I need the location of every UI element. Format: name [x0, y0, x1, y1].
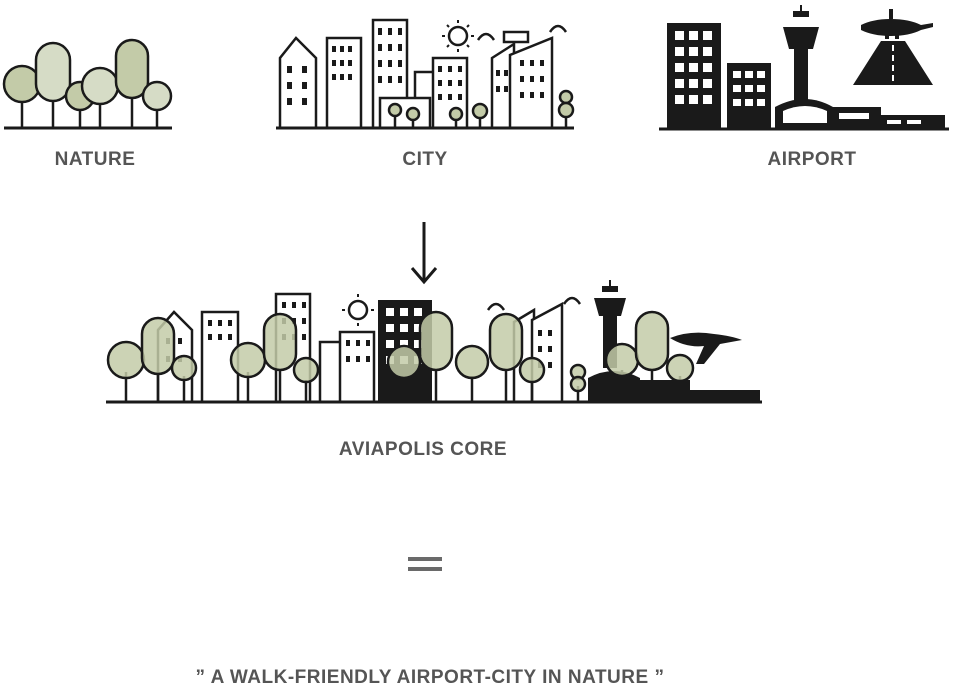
tree-icon [387, 102, 403, 118]
tree-icon [488, 312, 524, 372]
tree-icon [634, 310, 670, 372]
tree-icon [386, 344, 422, 380]
tree-icon [229, 341, 267, 379]
tree-icon [292, 356, 320, 384]
tagline: ” A WALK-FRIENDLY AIRPORT-CITY IN NATURE… [195, 667, 665, 688]
airplane-icon [861, 19, 933, 36]
sun-icon [442, 20, 474, 52]
aviapolis-core-illustration [106, 280, 762, 404]
tree-icon [140, 316, 176, 376]
tree-icon [80, 66, 120, 106]
tree-icon [518, 356, 546, 384]
tree-icon [405, 106, 421, 122]
tree-icon [558, 89, 574, 105]
down-arrow-icon [410, 222, 438, 285]
airport-illustration [659, 5, 949, 131]
tree-icon [106, 340, 146, 380]
airport-label: AIRPORT [767, 149, 857, 170]
tree-icon [170, 354, 198, 382]
tree-icon [262, 312, 298, 372]
tree-icon [471, 102, 489, 120]
tree-icon [114, 38, 150, 100]
tree-icon [2, 64, 42, 104]
tree-icon [665, 353, 695, 383]
nature-label: NATURE [54, 149, 136, 170]
aviapolis-core-label: AVIAPOLIS CORE [338, 439, 508, 460]
airplane-icon [670, 332, 742, 364]
tree-icon [34, 41, 72, 103]
tree-icon [418, 310, 454, 372]
city-illustration [276, 18, 575, 130]
nature-illustration [2, 38, 173, 130]
tree-icon [604, 342, 640, 378]
tree-icon [454, 344, 490, 380]
sun-icon [342, 294, 374, 326]
tree-icon [448, 106, 464, 122]
city-label: CITY [402, 149, 448, 170]
tree-icon [141, 80, 173, 112]
